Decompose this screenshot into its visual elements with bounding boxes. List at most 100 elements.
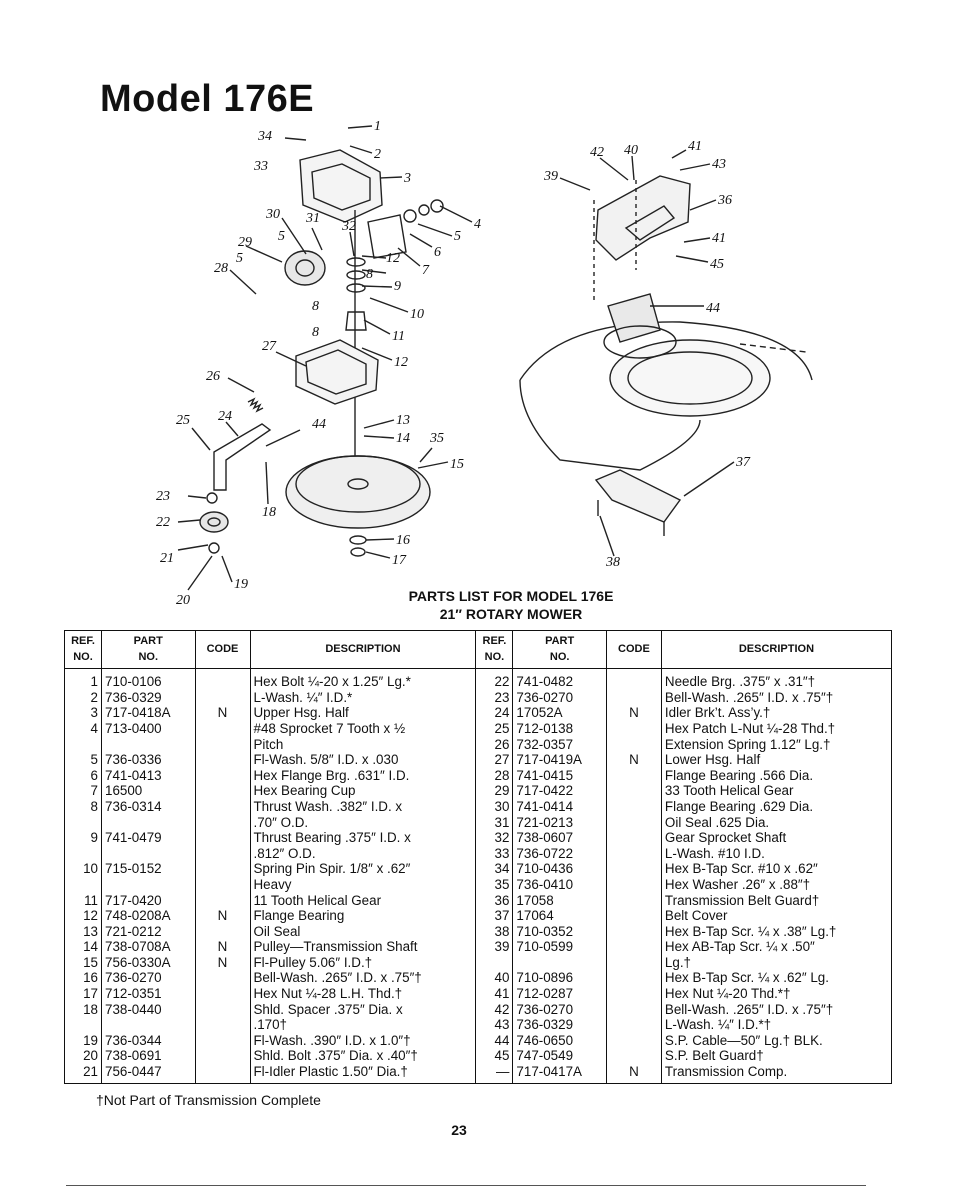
- callout-29: 29: [238, 235, 252, 250]
- right-part-cell: 741-0415: [512, 767, 607, 784]
- callout-19: 19: [234, 577, 248, 592]
- left-code-cell: [194, 1064, 251, 1084]
- right-description-cell: S.P. Belt Guard†: [660, 1048, 893, 1065]
- left-code-cell: [194, 767, 251, 784]
- left-description-cell: Bell-Wash. .265″ I.D. x .75″†: [249, 970, 477, 987]
- col-ref-header: REF.NO.: [64, 629, 102, 670]
- right-part-cell: 738-0607: [512, 830, 607, 846]
- left-description-cell: Upper Hsg. Half: [249, 705, 477, 721]
- left-ref-cell: 6: [64, 767, 102, 784]
- parts-list-heading: PARTS LIST FOR MODEL 176E: [408, 588, 614, 604]
- right-code-cell: [605, 798, 662, 815]
- right-part-cell: 736-0270: [512, 1001, 607, 1018]
- right-code-cell: [605, 736, 662, 753]
- left-ref-cell: [64, 736, 102, 753]
- callout-25: 25: [176, 413, 190, 428]
- page-number: 23: [451, 1122, 467, 1138]
- left-part-cell: 713-0400: [101, 720, 196, 737]
- callout-18: 18: [262, 505, 276, 520]
- left-ref-cell: 21: [64, 1064, 102, 1084]
- left-ref-cell: 18: [64, 1001, 102, 1018]
- callout-44: 44: [312, 417, 326, 432]
- left-code-cell: [194, 720, 251, 737]
- callout-20: 20: [176, 593, 190, 608]
- left-description-cell: Hex Nut ¼-28 L.H. Thd.†: [249, 986, 477, 1002]
- left-code-cell: [194, 845, 251, 862]
- callout-8c: 8: [312, 325, 319, 340]
- left-ref-cell: [64, 845, 102, 862]
- right-code-cell: [605, 783, 662, 799]
- callout-15: 15: [450, 457, 464, 472]
- callout-10: 10: [410, 307, 424, 322]
- right-ref-cell: 42: [475, 1001, 514, 1018]
- left-part-cell: 736-0314: [101, 798, 196, 815]
- left-code-cell: [194, 689, 251, 706]
- right-description-cell: Flange Bearing .566 Dia.: [660, 767, 893, 784]
- callout-41b: 41: [712, 231, 726, 246]
- left-description-cell: Oil Seal: [249, 923, 477, 940]
- left-ref-cell: 20: [64, 1048, 102, 1065]
- right-code-cell: [605, 668, 662, 690]
- bottom-rule: [66, 1185, 866, 1186]
- left-description-cell: Hex Flange Brg. .631″ I.D.: [249, 767, 477, 784]
- callout-13: 13: [396, 413, 410, 428]
- right-part-cell: 17064: [512, 908, 607, 924]
- right-code-cell: [605, 923, 662, 940]
- left-ref-cell: [64, 814, 102, 831]
- left-code-cell: [194, 668, 251, 690]
- left-description-cell: .170†: [249, 1017, 477, 1033]
- callout-8: 8: [366, 267, 373, 282]
- right-description-cell: Flange Bearing .629 Dia.: [660, 798, 893, 815]
- right-description-cell: Hex AB-Tap Scr. ¼ x .50″: [660, 939, 893, 955]
- col-code-header: CODE: [194, 629, 251, 670]
- callout-43: 43: [712, 157, 726, 172]
- callout-42: 42: [590, 145, 604, 160]
- right-code-cell: [605, 1017, 662, 1033]
- right-description-cell: Idler Brk’t. Ass’y.†: [660, 705, 893, 721]
- left-ref-cell: 9: [64, 830, 102, 846]
- left-code-cell: [194, 1017, 251, 1033]
- left-description-cell: Hex Bearing Cup: [249, 783, 477, 799]
- left-code-cell: [194, 923, 251, 940]
- right-code-cell: N: [605, 752, 662, 768]
- right-code-cell: [605, 830, 662, 846]
- right-ref-cell: 43: [475, 1017, 514, 1033]
- callout-30: 30: [265, 207, 280, 222]
- right-description-cell: L-Wash. ¼″ I.D.*†: [660, 1017, 893, 1033]
- right-ref-cell: 38: [475, 923, 514, 940]
- callout-9: 9: [394, 279, 401, 294]
- left-part-cell: 712-0351: [101, 986, 196, 1002]
- footnote: †Not Part of Transmission Complete: [96, 1092, 321, 1108]
- left-part-cell: 710-0106: [101, 668, 196, 690]
- callout-26: 26: [206, 369, 220, 384]
- right-code-cell: [605, 954, 662, 971]
- col-description-header-2: DESCRIPTION: [660, 629, 893, 670]
- left-ref-cell: 5: [64, 752, 102, 768]
- callout-40: 40: [624, 143, 638, 158]
- left-part-cell: 721-0212: [101, 923, 196, 940]
- callout-5c: 5: [236, 251, 243, 266]
- right-description-cell: Bell-Wash. .265″ I.D. x .75″†: [660, 689, 893, 706]
- left-code-cell: [194, 752, 251, 768]
- right-code-cell: [605, 689, 662, 706]
- right-ref-cell: 41: [475, 986, 514, 1002]
- callout-8b: 8: [312, 299, 319, 314]
- callout-11: 11: [392, 329, 405, 344]
- left-ref-cell: 12: [64, 908, 102, 924]
- left-part-cell: [101, 876, 196, 893]
- right-code-cell: [605, 845, 662, 862]
- left-code-cell: [194, 830, 251, 846]
- callout-44b: 44: [706, 301, 720, 316]
- left-ref-cell: 11: [64, 892, 102, 909]
